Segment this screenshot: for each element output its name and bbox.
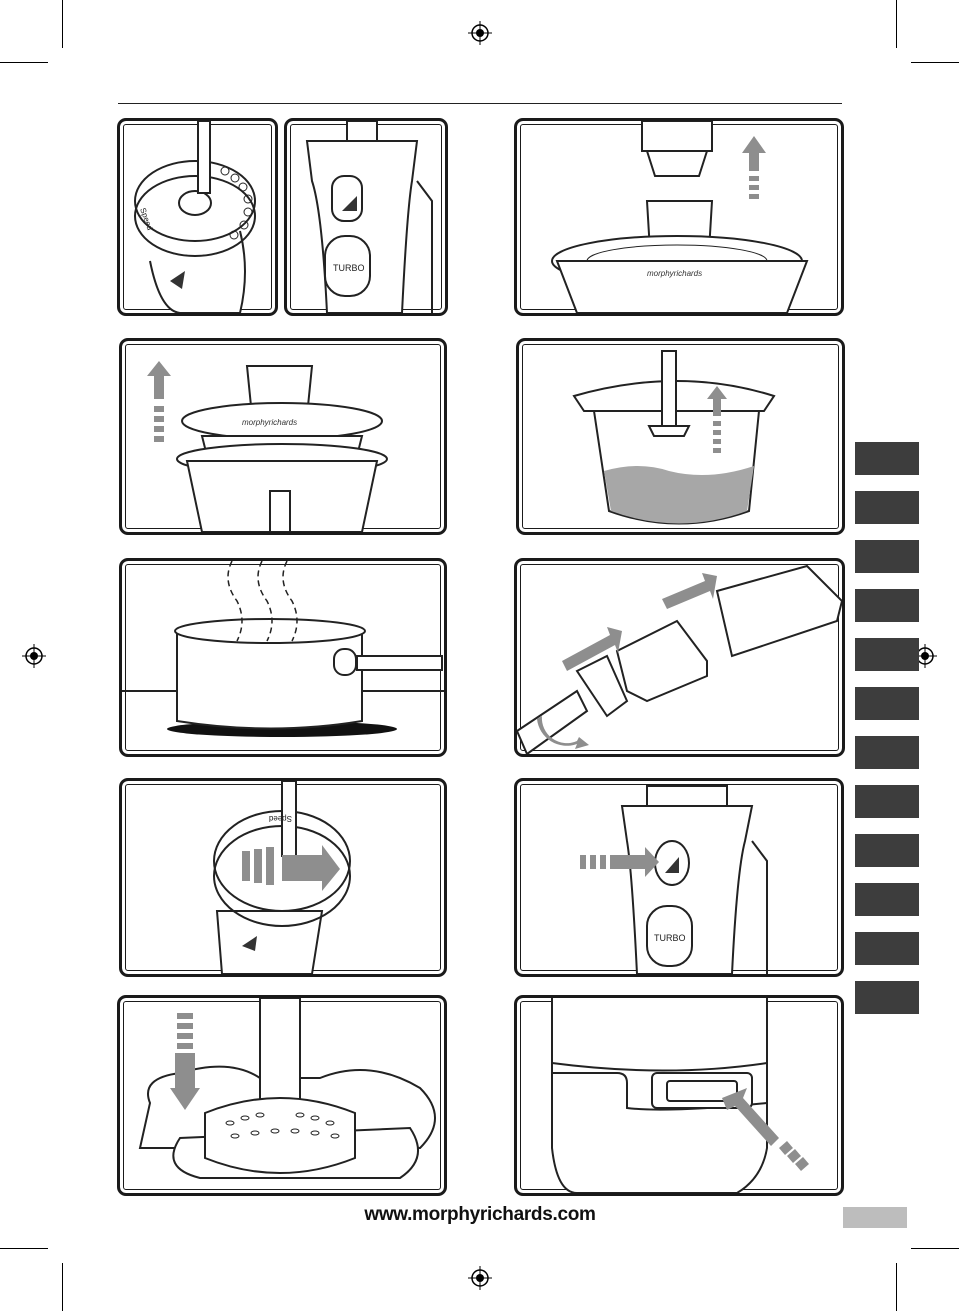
lid-brand-label: morphyrichards [242, 418, 297, 427]
lid-brand-label: morphyrichards [647, 269, 702, 278]
registration-mark-top [468, 21, 492, 45]
panel-bowl-blade [516, 338, 845, 535]
lift-lid-illustration: morphyrichards [122, 341, 444, 532]
panel-remove-motor-from-lid: morphyrichards [514, 118, 844, 316]
panel-hot-pan-warning [119, 558, 447, 757]
language-tab[interactable] [855, 491, 919, 524]
panel-speed-dial: Speed [117, 118, 278, 316]
page-number-box [843, 1207, 907, 1228]
panel-turbo-button: TURBO [284, 118, 448, 316]
language-tab[interactable] [855, 981, 919, 1014]
language-tab[interactable] [855, 687, 919, 720]
masher-illustration [120, 998, 444, 1193]
turbo-button-label: TURBO [654, 933, 686, 943]
chopper-lid-illustration: morphyrichards [517, 121, 841, 313]
language-tab[interactable] [855, 736, 919, 769]
registration-mark-left [22, 644, 46, 668]
press-speed-button-illustration: TURBO [517, 781, 841, 974]
bowl-blade-illustration [519, 341, 842, 532]
footer-website-url[interactable]: www.morphyrichards.com [330, 1204, 630, 1226]
language-tab[interactable] [855, 540, 919, 573]
registration-mark-bottom [468, 1266, 492, 1290]
set-speed-illustration: Speed [122, 781, 444, 974]
turbo-button-label: TURBO [333, 263, 365, 273]
language-tab[interactable] [855, 589, 919, 622]
speed-dial-label: Speed [269, 814, 292, 823]
panel-press-speed-button: TURBO [514, 778, 844, 977]
panel-release-button [514, 995, 844, 1196]
language-tab[interactable] [855, 834, 919, 867]
language-tab[interactable] [855, 883, 919, 916]
language-tab[interactable] [855, 785, 919, 818]
release-button-illustration [517, 998, 841, 1193]
saucepan-illustration [122, 561, 444, 754]
header-rule [118, 103, 842, 104]
panel-assemble-attachment [514, 558, 845, 757]
language-tab[interactable] [855, 638, 919, 671]
assemble-attachment-illustration [517, 561, 842, 754]
turbo-handle-illustration: TURBO [287, 121, 445, 313]
speed-dial-illustration: Speed [120, 121, 275, 313]
panel-lift-lid: morphyrichards [119, 338, 447, 535]
language-tab[interactable] [855, 442, 919, 475]
panel-set-speed: Speed [119, 778, 447, 977]
language-tab[interactable] [855, 932, 919, 965]
panel-masher [117, 995, 447, 1196]
